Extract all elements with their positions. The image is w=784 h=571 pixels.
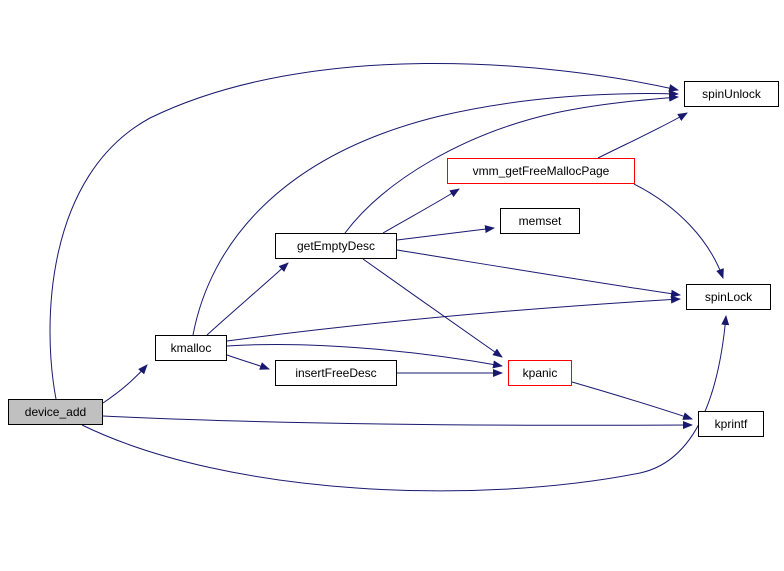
edge-getEmptyDesc-to-spinUnlock: [344, 93, 679, 234]
edge-kpanic-to-kprintf: [571, 381, 693, 420]
edge-getEmptyDesc-to-spinLock: [396, 249, 681, 298]
node-spinLock[interactable]: spinLock: [686, 284, 771, 310]
edge-getEmptyDesc-to-kpanic: [362, 258, 503, 358]
node-device_add: device_add: [8, 399, 103, 425]
node-spinUnlock[interactable]: spinUnlock: [684, 81, 779, 107]
edge-device_add-to-spinUnlock: [49, 63, 679, 400]
edge-kmalloc-to-spinLock: [226, 295, 681, 342]
node-kprintf[interactable]: kprintf: [698, 411, 764, 437]
edge-getEmptyDesc-to-vmm_getFreeMallocPage: [382, 188, 460, 234]
node-kmalloc[interactable]: kmalloc: [155, 335, 227, 361]
edge-getEmptyDesc-to-memset: [396, 225, 495, 241]
edge-vmm_getFreeMallocPage-to-spinUnlock: [597, 112, 688, 159]
node-kpanic[interactable]: kpanic: [508, 360, 572, 386]
edge-vmm_getFreeMallocPage-to-spinLock: [633, 183, 724, 279]
edge-kmalloc-to-spinUnlock: [192, 89, 679, 336]
edge-kmalloc-to-insertFreeDesc: [226, 354, 270, 370]
edge-device_add-to-kmalloc: [102, 364, 148, 404]
edge-device_add-to-kprintf: [102, 415, 693, 430]
node-insertFreeDesc[interactable]: insertFreeDesc: [275, 360, 397, 386]
edge-device_add-to-spinLock: [81, 315, 730, 492]
edge-kmalloc-to-getEmptyDesc: [206, 262, 289, 336]
edge-kmalloc-to-kpanic: [226, 343, 503, 369]
node-vmm_getFreeMallocPage[interactable]: vmm_getFreeMallocPage: [447, 158, 635, 184]
node-getEmptyDesc[interactable]: getEmptyDesc: [275, 233, 397, 259]
node-memset[interactable]: memset: [500, 208, 580, 234]
